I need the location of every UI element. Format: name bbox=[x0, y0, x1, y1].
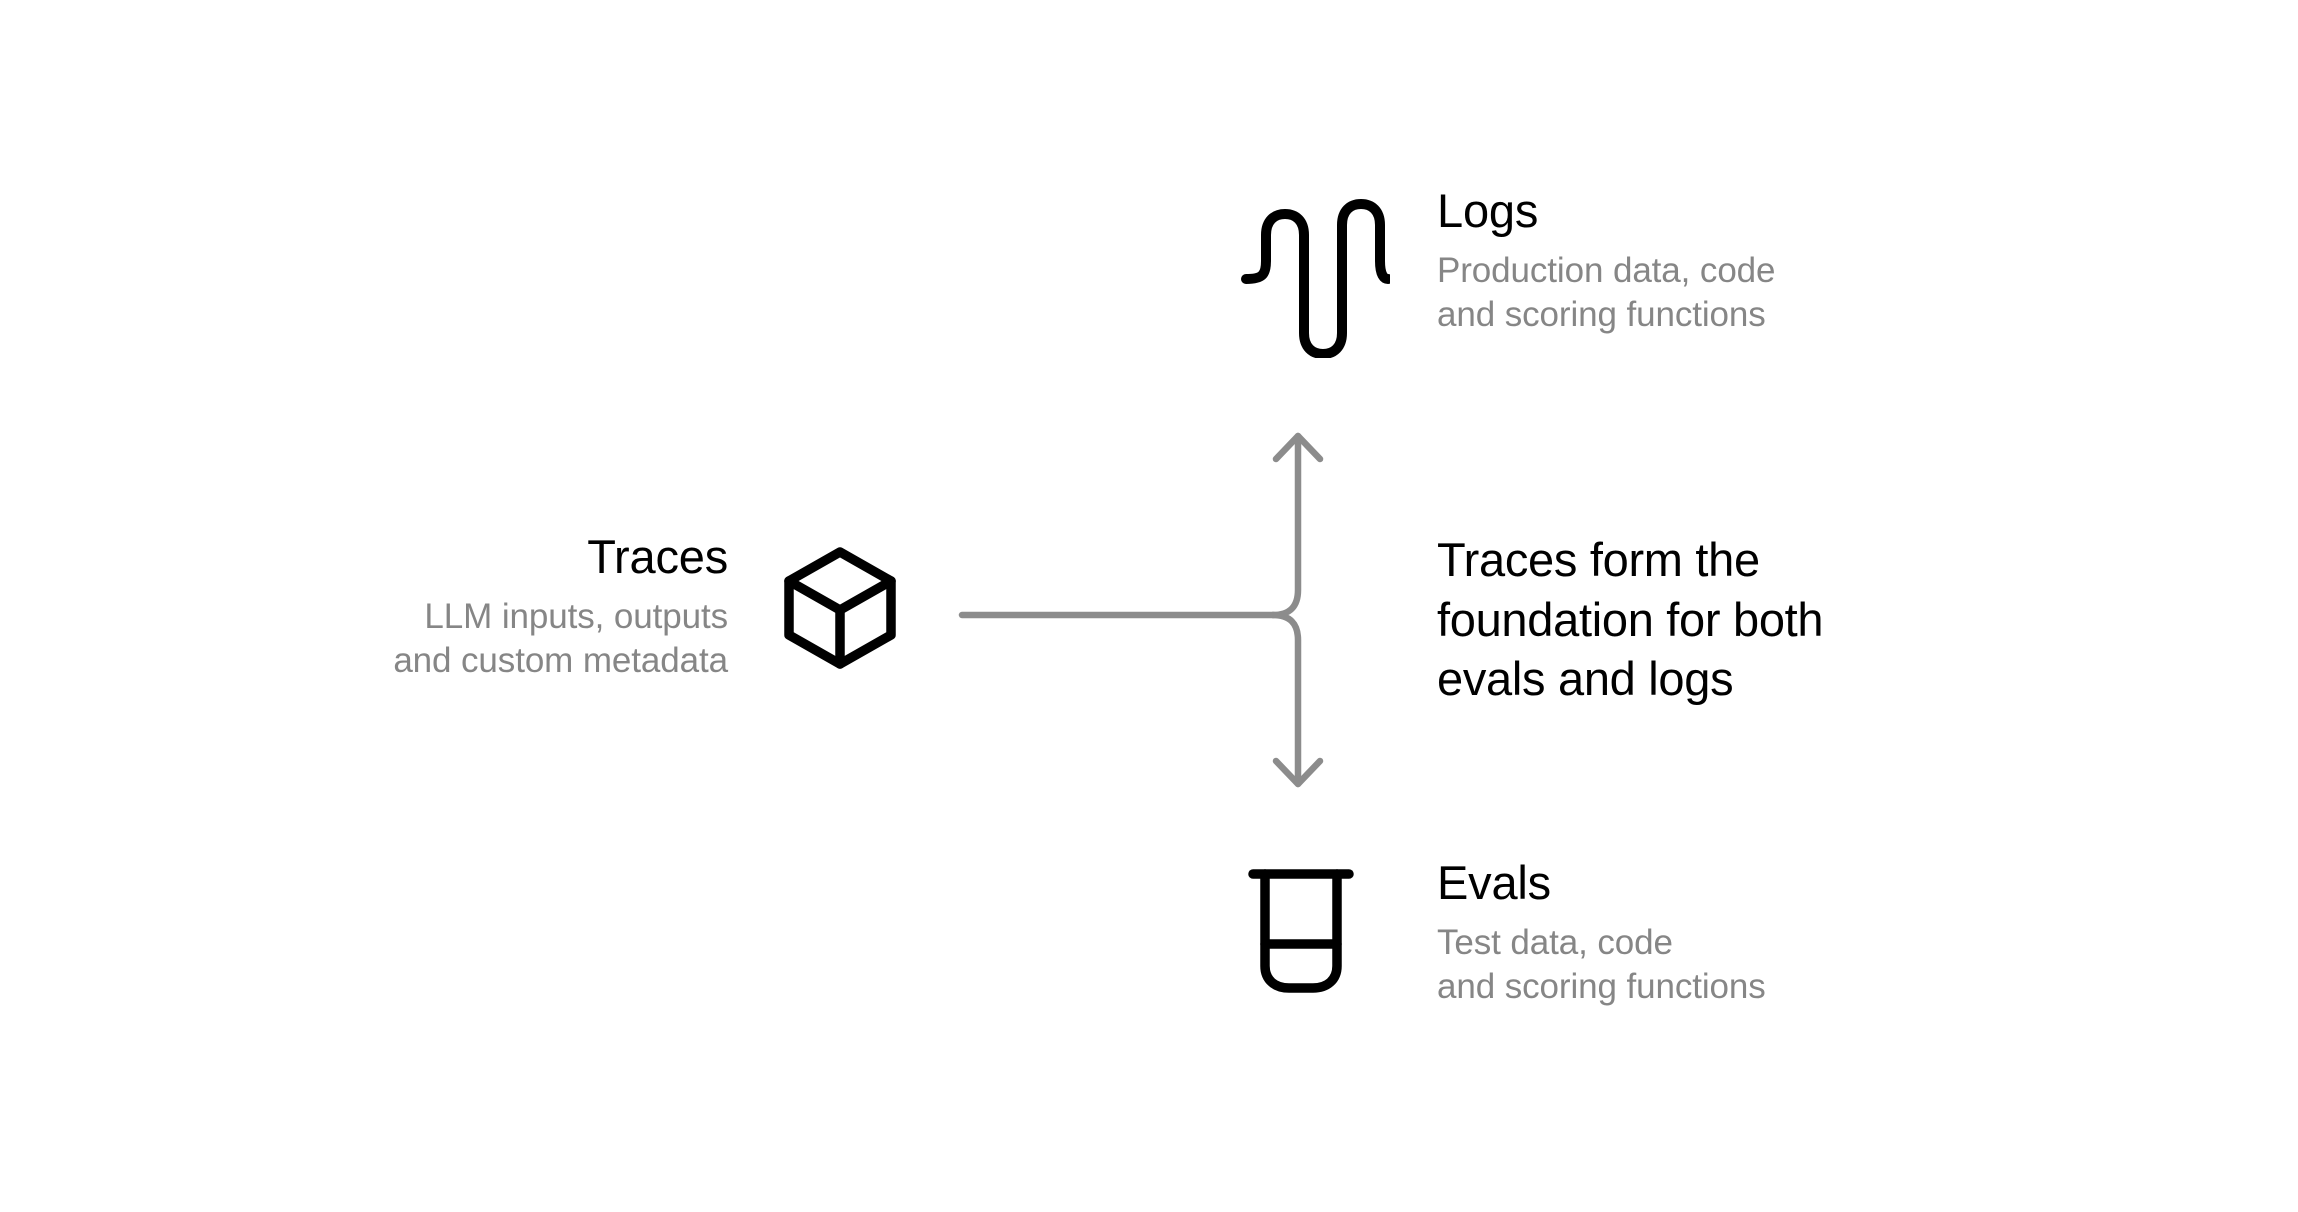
traces-subtitle: LLM inputs, outputs and custom metadata bbox=[393, 596, 728, 681]
logs-title: Logs bbox=[1437, 184, 1539, 237]
node-evals: Evals Test data, code and scoring functi… bbox=[1437, 856, 1766, 1010]
arrowhead-down bbox=[1272, 757, 1324, 788]
cube-icon bbox=[770, 538, 910, 678]
evals-subtitle: Test data, code and scoring functions bbox=[1437, 922, 1766, 1007]
beaker-icon bbox=[1248, 866, 1358, 996]
connector-branch-up bbox=[1269, 432, 1302, 619]
traces-title: Traces bbox=[587, 530, 728, 583]
node-traces: Traces LLM inputs, outputs and custom me… bbox=[0, 530, 728, 684]
waveform-icon bbox=[1240, 198, 1390, 358]
arrowhead-up bbox=[1272, 432, 1324, 463]
node-logs: Logs Production data, code and scoring f… bbox=[1437, 184, 1776, 338]
connector-split-arrow bbox=[940, 410, 1360, 815]
statement-text: Traces form the foundation for both eval… bbox=[1437, 533, 1824, 706]
evals-title: Evals bbox=[1437, 856, 1551, 909]
connector-branch-down bbox=[1269, 611, 1302, 788]
logs-subtitle: Production data, code and scoring functi… bbox=[1437, 250, 1776, 335]
